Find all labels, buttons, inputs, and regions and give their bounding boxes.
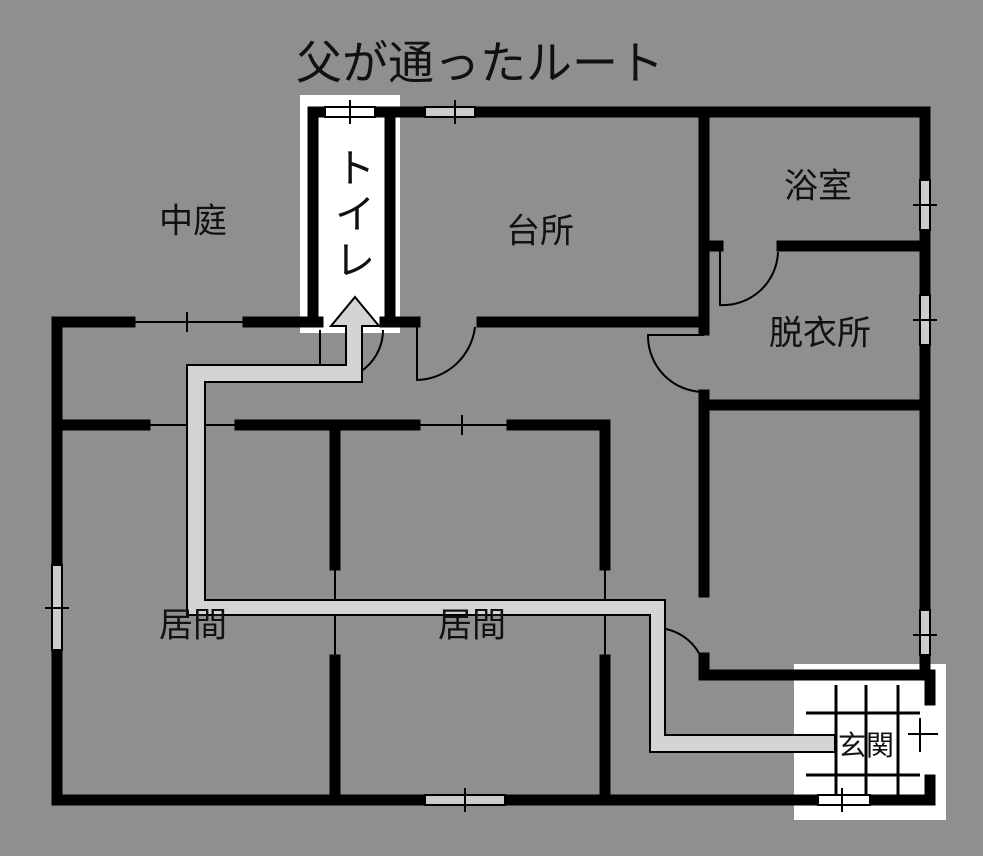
page-title: 父が通ったルート — [296, 36, 664, 90]
door-arcs — [319, 250, 779, 656]
room-label-courtyard: 中庭 — [159, 201, 227, 242]
route-arrow — [186, 295, 836, 753]
windows — [45, 100, 938, 812]
room-label-dressing-room: 脱衣所 — [769, 313, 871, 354]
room-label-toilet: トイレ — [335, 146, 375, 284]
room-label-bathroom: 浴室 — [784, 166, 852, 207]
room-label-living-room-1: 居間 — [159, 605, 227, 646]
room-label-entrance: 玄関 — [837, 729, 895, 762]
room-label-kitchen: 台所 — [506, 211, 574, 252]
room-label-living-room-2: 居間 — [438, 605, 506, 646]
